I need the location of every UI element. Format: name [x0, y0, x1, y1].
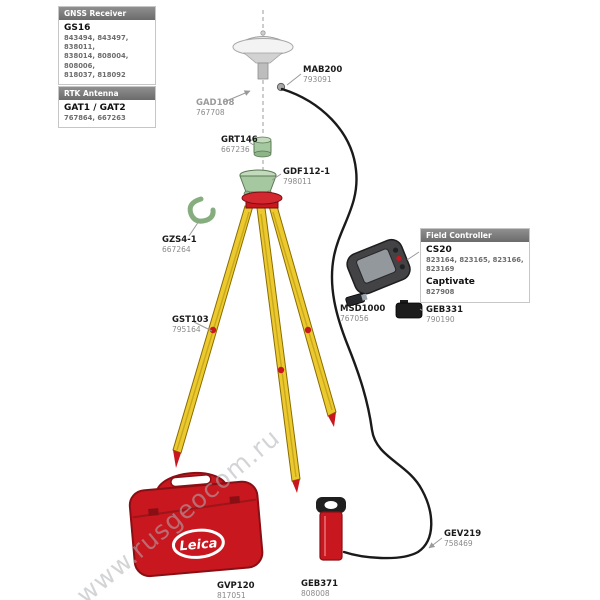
leader-lines: [188, 73, 443, 549]
gnss-receiver-numbers: 838014, 808004, 808006,: [64, 52, 129, 70]
part-name: GEB371: [301, 579, 339, 589]
part-name: MSD1000: [340, 304, 386, 314]
part-name: GRT146: [221, 135, 258, 145]
grt146-carrier: [253, 136, 272, 158]
part-name: GDF112-1: [283, 167, 331, 177]
label-gvp120: GVP120 817051: [217, 581, 255, 600]
rtk-antenna-box: RTK Antenna GAT1 / GAT2 767864, 667263: [58, 86, 156, 129]
label-gzs4: GZS4-1 667264: [162, 235, 197, 254]
field-controller-numbers: 823169: [426, 265, 455, 274]
part-name: GEV219: [444, 529, 482, 539]
tripod-leg-clamps: [209, 326, 312, 374]
label-mab200: MAB200 793091: [303, 65, 343, 84]
label-msd1000: MSD1000 767056: [340, 304, 386, 323]
gnss-receiver-model: GS16: [64, 23, 91, 33]
gnss-receiver-box: GNSS Receiver GS16 843494, 843497, 83801…: [58, 6, 156, 85]
field-controller-software-number: 827908: [426, 288, 455, 297]
part-number: 793091: [303, 74, 332, 84]
msd1000-usb-stick: [345, 293, 368, 307]
part-number: 798011: [283, 176, 312, 186]
part-number: 808008: [301, 588, 330, 598]
field-controller-model: CS20: [426, 245, 452, 255]
part-name: GVP120: [217, 581, 255, 591]
label-geb331: GEB331 790190: [426, 305, 464, 324]
tripod-leg-tips: [173, 412, 336, 493]
gnss-receiver-box-header: GNSS Receiver: [59, 7, 155, 20]
leica-logo-text: Leica: [179, 536, 218, 554]
gnss-receiver-numbers: 843494, 843497, 838011,: [64, 34, 129, 52]
label-gdf112: GDF112-1 798011: [283, 167, 331, 186]
label-geb371: GEB371 808008: [301, 579, 339, 598]
part-name: GAD108: [196, 98, 235, 108]
part-name: MAB200: [303, 65, 343, 75]
part-number: 767056: [340, 313, 369, 323]
gzs4-height-hook: [187, 196, 216, 224]
part-number: 667264: [162, 244, 191, 254]
gnss-receiver-numbers: 818037, 818092: [64, 70, 126, 79]
part-name: GST103: [172, 315, 209, 325]
part-number: 817051: [217, 590, 246, 600]
cs20-controller-device: [346, 238, 411, 295]
geb371-battery-pole: [316, 497, 346, 561]
label-gad108: GAD108 767708: [196, 98, 235, 117]
label-gst103: GST103 795164: [172, 315, 209, 334]
part-number: 758469: [444, 538, 473, 548]
field-controller-box-header: Field Controller: [421, 229, 529, 242]
part-number: 667236: [221, 144, 250, 154]
antenna-cable: [280, 87, 433, 560]
label-gev219: GEV219 758469: [444, 529, 482, 548]
part-number: 767708: [196, 107, 225, 117]
field-controller-box: Field Controller CS20 823164, 823165, 82…: [420, 228, 530, 303]
field-controller-software: Captivate: [426, 277, 475, 288]
part-number: 795164: [172, 324, 201, 334]
rtk-antenna-box-header: RTK Antenna: [59, 87, 155, 100]
geb331-battery: [395, 300, 423, 319]
gnss-antenna-dome: [232, 30, 294, 80]
field-controller-numbers: 823164, 823165, 823166,: [426, 256, 524, 264]
rtk-antenna-numbers: 767864, 667263: [64, 114, 126, 122]
part-number: 790190: [426, 314, 455, 324]
label-grt146: GRT146 667236: [221, 135, 258, 154]
rtk-antenna-model: GAT1 / GAT2: [64, 103, 126, 113]
part-name: GZS4-1: [162, 235, 197, 245]
part-name: GEB331: [426, 305, 464, 315]
transport-case: Leica: [128, 472, 264, 578]
tripod-head: [241, 191, 283, 209]
